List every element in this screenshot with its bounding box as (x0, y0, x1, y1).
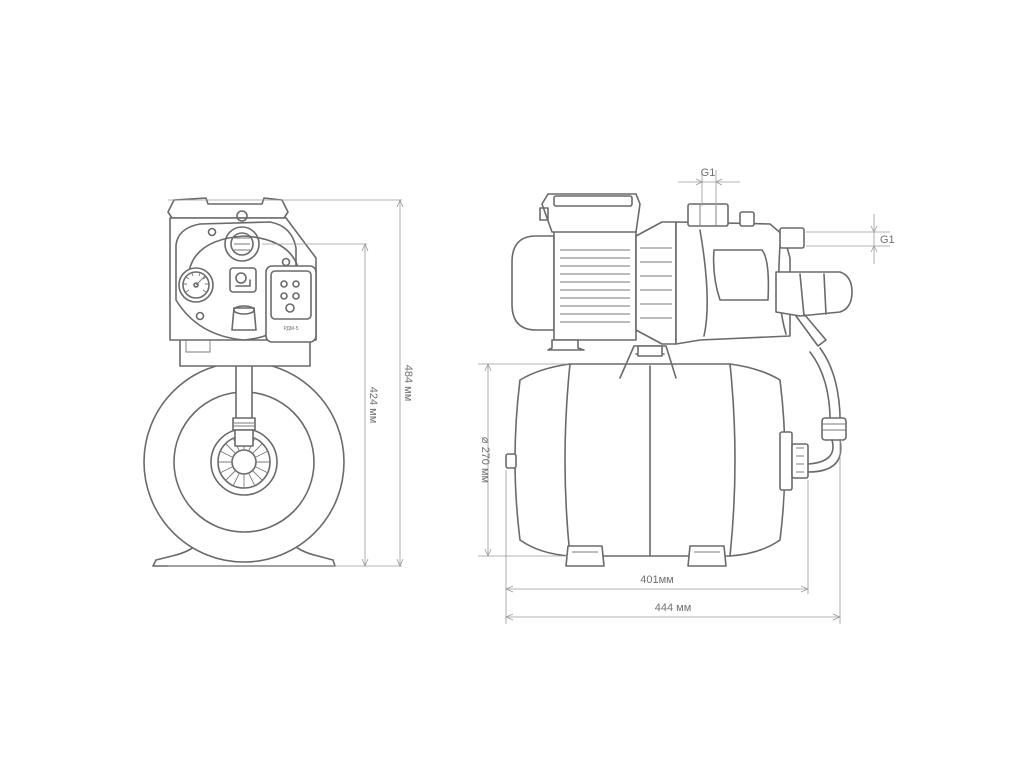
front-dimension-lines: 484 мм 424 мм (168, 198, 414, 568)
side-tank-feet (565, 545, 727, 567)
side-pressure-switch (775, 271, 853, 347)
side-motor (511, 229, 637, 351)
side-pump-mount (619, 345, 677, 379)
pressure-switch-label: РДМ-5 (284, 326, 299, 332)
dim-tank-length: 401мм (640, 574, 673, 586)
side-dimension-lines: G1 G1 ⌀ 270 мм 401мм 444 мм (478, 167, 895, 624)
front-motor-housing (167, 197, 289, 219)
brand-logo-icon (229, 267, 257, 293)
side-connecting-hose (807, 347, 847, 473)
dim-outlet-thread: G1 (880, 234, 895, 246)
side-tank (505, 363, 786, 557)
side-front-port (779, 227, 805, 249)
side-terminal-box (539, 193, 641, 233)
dim-total-length: 444 мм (655, 602, 692, 614)
side-tank-flange (779, 431, 809, 491)
dim-tank-height: 424 мм (367, 387, 379, 424)
dim-total-height: 484 мм (402, 365, 414, 402)
dim-tank-diameter: ⌀ 270 мм (479, 437, 491, 483)
dim-inlet-thread: G1 (701, 167, 716, 179)
pressure-gauge (178, 267, 214, 303)
pressure-switch: РДМ-5 (265, 265, 317, 343)
front-outlet-port (224, 226, 260, 262)
side-pump-head (635, 221, 791, 345)
front-view: РДМ-5 (143, 197, 345, 567)
side-view (505, 193, 853, 567)
side-top-port (687, 203, 755, 227)
